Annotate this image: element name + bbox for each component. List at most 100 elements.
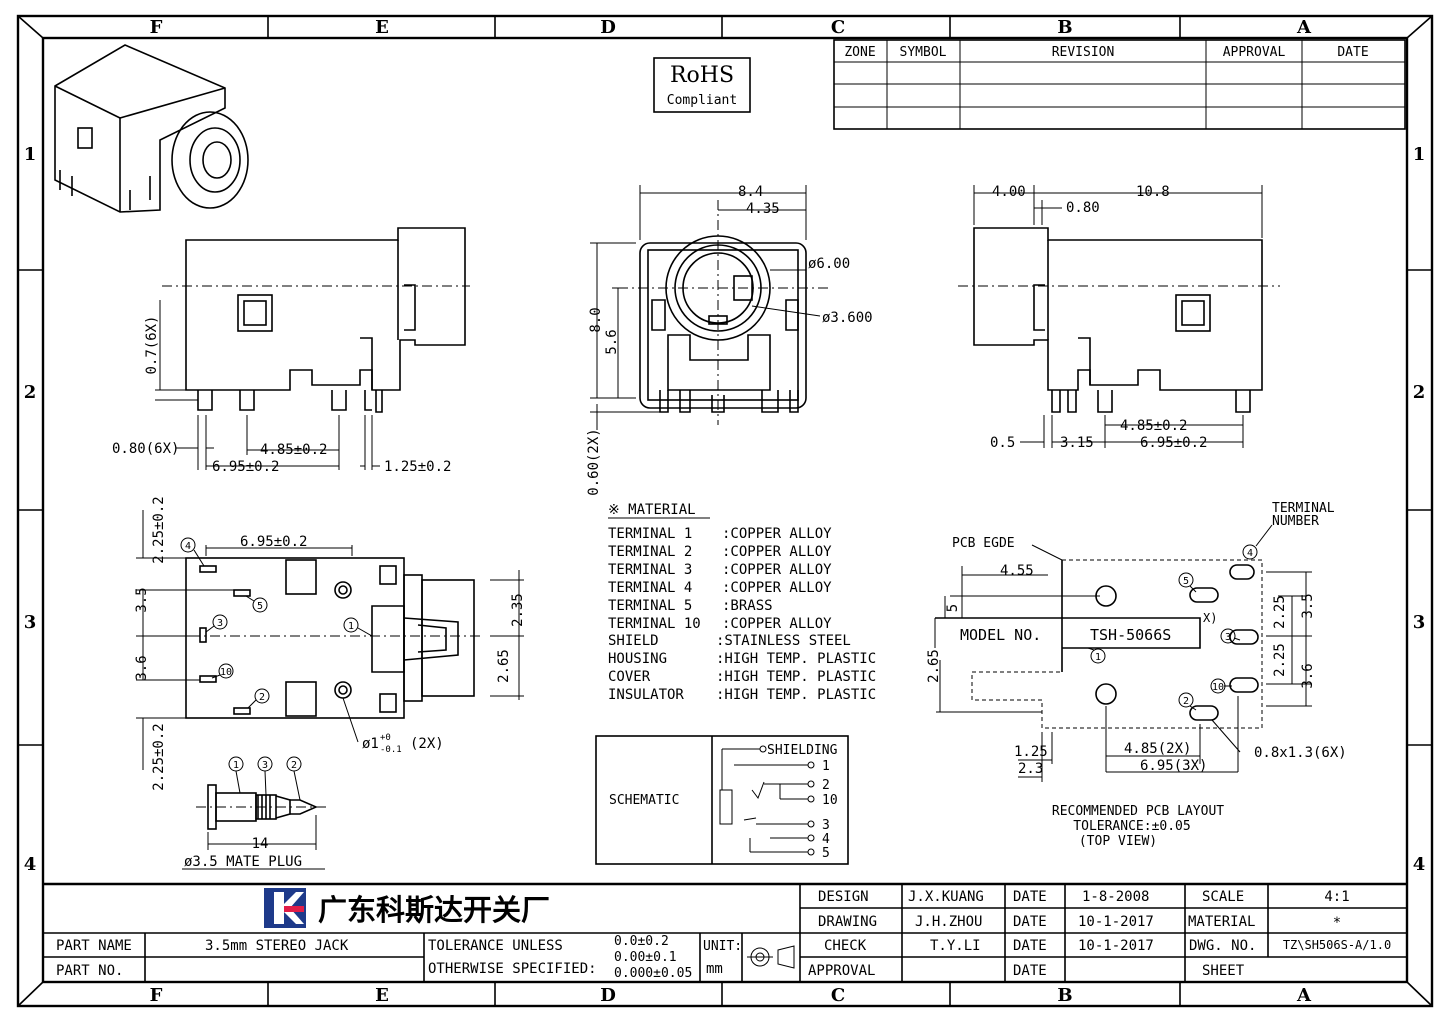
pcb-caption-1: RECOMMENDED PCB LAYOUT (1052, 804, 1224, 819)
pcb-dim-265: 2.65 (926, 649, 942, 683)
row-label-4: 4 (24, 854, 37, 875)
top-terminal-2: 2 (259, 692, 265, 703)
unit-label: UNIT: (703, 939, 742, 954)
pcb-dim-36: 3.6 (1300, 663, 1316, 688)
tb-role-check: CHECK (824, 938, 867, 954)
col-label-f-bottom: F (150, 985, 163, 1006)
top-hole-note: ø1 (362, 736, 379, 752)
pcb-dim-455: 4.55 (1000, 563, 1034, 579)
pcb-terminal-1: 1 (1095, 652, 1101, 663)
material-mat-10: :COPPER ALLOY (722, 616, 832, 632)
tb-key-material: MATERIAL (1188, 914, 1255, 930)
top-view: 6.95±0.2 2.25±0.2 3.5 3.6 2.25±0.2 2.35 … (134, 496, 526, 790)
tb-date-design: 1-8-2008 (1082, 889, 1149, 905)
top-hole-qty: (2X) (410, 736, 444, 752)
pcb-model-value: TSH-5066S (1090, 626, 1171, 644)
pcb-layout: PCB EGDE TERMINAL NUMBER MODEL NO. TSH-5… (926, 501, 1347, 849)
isometric-view (54, 44, 249, 213)
tolerance-line-2: OTHERWISE SPECIFIED: (428, 961, 597, 977)
end-view: 8.4 4.35 8.0 5.6 0.60(2X) ø6.00 ø3.600 (586, 184, 873, 496)
tolerance-line-1: TOLERANCE UNLESS (428, 938, 563, 954)
tb-val-material: * (1333, 915, 1341, 931)
material-part-1: TERMINAL 1 (608, 526, 692, 542)
part-no-label: PART NO. (56, 963, 123, 979)
top-hole-tol-dn: -0.1 (380, 745, 402, 755)
col-label-e-bottom: E (375, 985, 389, 1006)
back-view: 4.00 10.8 0.80 0.5 3.15 4.85±0.2 6.95±0.… (958, 184, 1280, 451)
schematic-pin-3: 3 (822, 818, 830, 833)
material-title: ※ MATERIAL (608, 502, 696, 518)
pcb-caption-2: TOLERANCE:±0.05 (1073, 819, 1190, 834)
col-label-b: B (1057, 17, 1072, 38)
end-dim-d600: ø6.00 (808, 256, 850, 272)
top-dim-265: 2.65 (496, 649, 512, 683)
material-mat-3: :COPPER ALLOY (722, 562, 832, 578)
company-name: 广东科斯达开关厂 (318, 893, 550, 927)
top-dim-35: 3.5 (134, 587, 150, 612)
pcb-terminal-2: 2 (1183, 696, 1189, 707)
tb-name-design: J.X.KUANG (908, 889, 984, 905)
tolerance-value-2: 0.00±0.1 (614, 950, 677, 965)
tolerance-value-1: 0.0±0.2 (614, 934, 669, 949)
front-dim-080: 0.80(6X) (112, 441, 179, 457)
back-dim-400: 4.00 (992, 184, 1026, 200)
material-mat-cover: :HIGH TEMP. PLASTIC (716, 669, 876, 685)
tb-date-drawing: 10-1-2017 (1078, 914, 1154, 930)
end-dim-435: 4.35 (746, 201, 780, 217)
top-dim-36: 3.6 (134, 655, 150, 680)
tb-val-scale: 4:1 (1324, 889, 1349, 905)
front-dim-07: 0.7(6X) (144, 315, 160, 374)
pcb-terminal-3: 3 (1225, 632, 1231, 643)
row-label-2: 2 (24, 382, 37, 403)
material-mat-5: :BRASS (722, 598, 773, 614)
top-dim-225a: 2.25±0.2 (151, 496, 167, 563)
top-dim-695: 6.95±0.2 (240, 534, 307, 550)
tb-date-check: 10-1-2017 (1078, 938, 1154, 954)
tb-role-approval: APPROVAL (808, 963, 875, 979)
plug-label-3: 3 (262, 760, 268, 771)
material-mat-housing: :HIGH TEMP. PLASTIC (716, 651, 876, 667)
material-part-3: TERMINAL 3 (608, 562, 692, 578)
plug-dim-14: 14 (252, 836, 269, 852)
row-label-2-right: 2 (1413, 382, 1426, 403)
material-part-10: TERMINAL 10 (608, 616, 701, 632)
plug-caption: ø3.5 MATE PLUG (184, 854, 302, 870)
material-part-cover: COVER (608, 669, 651, 685)
projection-symbol-icon (747, 945, 795, 969)
schematic-label: SCHEMATIC (609, 793, 679, 808)
pcb-dim-35: 3.5 (1300, 593, 1316, 618)
col-label-c-bottom: C (831, 985, 845, 1006)
tb-date-label-3: DATE (1013, 938, 1047, 954)
back-dim-485: 4.85±0.2 (1120, 418, 1187, 434)
pcb-terminal-4: 4 (1247, 548, 1253, 559)
rev-header-zone: ZONE (844, 45, 875, 60)
row-label-4-right: 4 (1413, 854, 1426, 875)
front-dim-125: 1.25±0.2 (384, 459, 451, 475)
material-part-2: TERMINAL 2 (608, 544, 692, 560)
col-label-e: E (375, 17, 389, 38)
col-label-a-bottom: A (1296, 985, 1312, 1006)
rev-header-approval: APPROVAL (1223, 45, 1286, 60)
pcb-terminal-label-1: TERMINAL (1272, 501, 1335, 516)
top-dim-225b: 2.25±0.2 (151, 723, 167, 790)
back-dim-315: 3.15 (1060, 435, 1094, 451)
top-hole-tol-up: +0 (380, 733, 391, 743)
material-part-insulator: INSULATOR (608, 687, 684, 703)
schematic-pin-4: 4 (822, 832, 830, 847)
front-dim-485: 4.85±0.2 (260, 442, 327, 458)
material-mat-4: :COPPER ALLOY (722, 580, 832, 596)
material-mat-1: :COPPER ALLOY (722, 526, 832, 542)
col-label-b-bottom: B (1057, 985, 1072, 1006)
pcb-dim-225a: 2.25 (1272, 595, 1288, 629)
sheet-frame: F E D C B A F E D C B A 1 2 3 4 1 2 3 4 (16, 14, 1434, 1008)
part-name-label: PART NAME (56, 938, 132, 954)
top-terminal-4: 4 (185, 541, 191, 552)
pcb-dim-125: 1.25 (1014, 744, 1048, 760)
material-mat-2: :COPPER ALLOY (722, 544, 832, 560)
end-dim-060: 0.60(2X) (586, 428, 602, 495)
pcb-terminal-5: 5 (1183, 576, 1189, 587)
back-dim-695: 6.95±0.2 (1140, 435, 1207, 451)
tb-date-label-2: DATE (1013, 914, 1047, 930)
top-dim-235: 2.35 (510, 593, 526, 627)
